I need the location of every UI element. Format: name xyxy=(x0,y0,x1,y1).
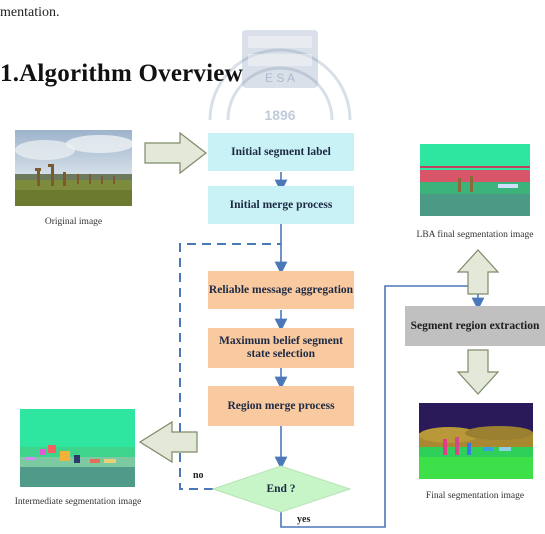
box-initial-segment-label: Initial segment label xyxy=(208,133,354,171)
box-segment-region-extraction-text: Segment region extraction xyxy=(411,320,540,333)
final-segmentation-thumbnail xyxy=(419,403,533,479)
block-arrow-left xyxy=(140,422,197,462)
box-reliable-message-aggregation-text: Reliable message aggregation xyxy=(209,284,353,297)
caption-final: Final segmentation image xyxy=(405,491,545,501)
box-initial-merge-process: Initial merge process xyxy=(208,186,354,224)
box-region-merge-process: Region merge process xyxy=(208,386,354,426)
block-arrow-up xyxy=(458,250,498,294)
box-segment-region-extraction: Segment region extraction xyxy=(405,306,545,346)
label-no: no xyxy=(193,470,204,481)
box-initial-segment-label-text: Initial segment label xyxy=(231,146,331,159)
box-maximum-belief-selection: Maximum belief segment state selection xyxy=(208,328,354,368)
end-decision-label: End ? xyxy=(249,481,313,497)
block-arrow-down xyxy=(458,350,498,394)
caption-intermediate: Intermediate segmentation image xyxy=(8,497,148,507)
original-image-thumbnail xyxy=(15,130,132,206)
box-initial-merge-process-text: Initial merge process xyxy=(230,199,333,212)
box-reliable-message-aggregation: Reliable message aggregation xyxy=(208,271,354,309)
caption-original-image: Original image xyxy=(15,217,132,227)
label-yes: yes xyxy=(297,514,310,525)
block-arrow-right xyxy=(145,133,206,173)
lba-final-segmentation-thumbnail xyxy=(420,144,530,216)
box-maximum-belief-line1: Maximum belief segment xyxy=(219,335,343,348)
intermediate-segmentation-thumbnail xyxy=(20,409,135,487)
box-maximum-belief-line2: state selection xyxy=(247,348,315,361)
caption-lba-final: LBA final segmentation image xyxy=(405,230,545,240)
box-region-merge-process-text: Region merge process xyxy=(227,400,334,413)
end-decision-text: End ? xyxy=(266,483,295,496)
